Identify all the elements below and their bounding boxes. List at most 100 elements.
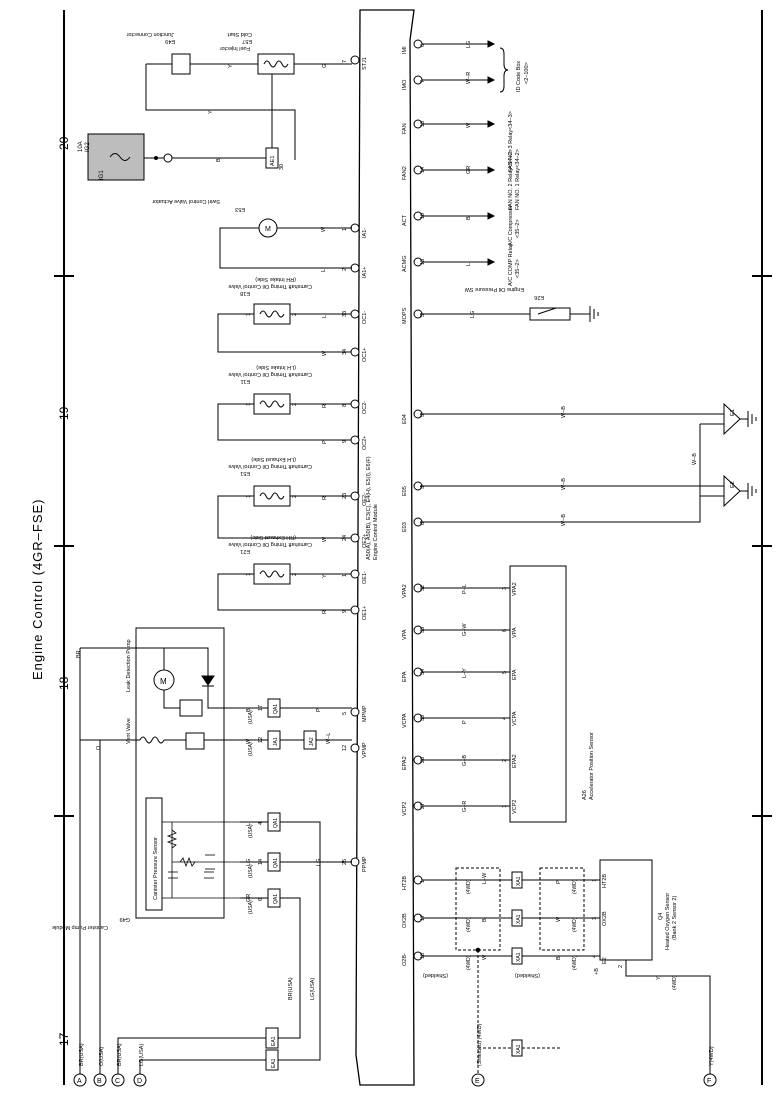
ecm-pin-name: FAN2 — [402, 166, 408, 180]
xa1-connector — [511, 909, 523, 927]
ecm-pin-no: 5 — [342, 712, 348, 715]
ecm-pin-name: EPA2 — [402, 756, 408, 770]
wire-b: B — [216, 158, 222, 162]
cps-label: Canister Pressure Sensor — [153, 837, 159, 900]
edge-connector-label: (Shielded) (4WD) — [477, 1023, 483, 1066]
ig1-box — [87, 133, 145, 181]
e49-connector — [171, 53, 191, 75]
ecm-pin-name: PPMP — [362, 856, 368, 872]
ecm-pin-oe2+ — [350, 533, 360, 543]
ecm-pin-name: OE2+ — [362, 534, 368, 548]
wire-label: W — [246, 738, 252, 744]
wire-label: W — [322, 536, 328, 542]
aps-pin-no: 2 — [502, 759, 508, 762]
fuse-icon — [109, 153, 131, 161]
pin-no: 2 — [292, 403, 298, 406]
e18-side: (RH Intake Side) — [255, 276, 296, 282]
ecm-pin-name: OC2- — [362, 401, 368, 414]
e21-side: (RH Exhaust Side) — [250, 534, 296, 540]
ae1-connector — [265, 147, 279, 169]
qa1-label: QA1 — [273, 858, 279, 868]
a26-name: Accelerator Position Sensor — [589, 732, 595, 800]
wire-label: L — [322, 315, 328, 318]
arrow-icon — [487, 258, 496, 266]
wire-label: LG — [316, 859, 322, 866]
ecm-connectors: A50(A), A50(B), E3(C), E4(H), E5(I), E6(… — [366, 456, 372, 560]
usa-tag: (USA) — [248, 742, 254, 756]
e51-name: Camshaft Timing Oil Control Valve — [228, 463, 312, 469]
ecm-pin-name: MPMP — [362, 705, 368, 722]
wire-lg-e26: LG — [470, 311, 476, 318]
fwd-tag: (4WD) — [466, 917, 472, 932]
ecm-pin-name: OC1- — [362, 311, 368, 324]
wire-label: R — [322, 404, 328, 408]
leak-pump-label: Leak Detection Pump — [126, 639, 132, 692]
pin-no: 6 — [258, 898, 264, 901]
ecm-pin-no: 7 — [420, 80, 426, 83]
edge-connector-id: C — [115, 1078, 120, 1085]
ecm-pin-no: 9 — [342, 440, 348, 443]
arrow-icon — [487, 40, 496, 48]
fan1-ref: FAN NO. 1 Relay<34–2> — [515, 149, 521, 210]
pin-no: 1 — [246, 403, 252, 406]
q4-pin-name: +B — [594, 968, 600, 975]
fwd-tag: (4WD) — [466, 879, 472, 894]
wire-label: G–R — [462, 801, 468, 812]
e11-name: Camshaft Timing Oil Control Valve — [228, 371, 312, 377]
wire-label: L–Y — [462, 668, 468, 678]
wire-label: W — [466, 122, 472, 128]
ea1-connector — [265, 1049, 279, 1071]
e26-id: E26 — [534, 294, 544, 300]
edge-connector-c — [111, 1073, 125, 1087]
coil-icon — [259, 400, 285, 408]
e1-label: E1 — [730, 409, 736, 416]
edge-connector-id: A — [77, 1078, 82, 1085]
xa1-label: XA1 — [516, 876, 522, 886]
wire-y: Y — [228, 64, 234, 68]
ecm-pin-name: ACMG — [402, 256, 408, 273]
e26-switch — [529, 307, 571, 321]
ecm-pin-no: 1 — [342, 228, 348, 231]
q4-pin-name: HT2B — [602, 874, 608, 888]
ecm-pin-no: 6 — [420, 522, 426, 525]
pin-no: 17 — [258, 705, 264, 711]
edge-connector-label: Y(4WD) — [709, 1046, 715, 1066]
wire-label: LG — [246, 859, 252, 866]
ecm-pin-ppmp — [350, 857, 360, 867]
aps-pin-name: VPA2 — [512, 582, 518, 596]
edge-connector-id: D — [137, 1078, 142, 1085]
ecm-pin-name: FAN — [402, 123, 408, 134]
ac-relay-num: <35–2> — [515, 259, 521, 278]
wire-label: P — [462, 720, 468, 724]
wire-wb-4: W–B — [692, 453, 698, 465]
ecm-pin-name: O2B- — [402, 953, 408, 966]
qa1-connector — [267, 812, 281, 832]
wire-label: GR — [246, 894, 252, 902]
q4-pin-name: E2 — [602, 957, 608, 964]
ecm-pin-name: E03 — [402, 522, 408, 532]
ja2-label: JA2 — [309, 737, 315, 746]
ecm-pin-no: 6 — [420, 44, 426, 47]
ecm-pin-oc2+ — [350, 435, 360, 445]
ja1-connector — [267, 730, 281, 750]
ecm-pin-name: IA1- — [362, 228, 368, 238]
ecm-pin-name: OC1+ — [362, 347, 368, 362]
canister-pressure-sensor — [145, 797, 163, 911]
xa1-connector — [511, 947, 523, 965]
arrow-icon — [487, 212, 496, 220]
section-19: 19 — [57, 406, 71, 420]
q4-name: Heated Oxygen Sensor — [665, 893, 671, 950]
aps-pin-name: VPA — [512, 627, 518, 638]
ground-icon — [589, 306, 599, 322]
edge-connector-id: B — [97, 1078, 102, 1085]
wire-label: Y — [322, 574, 328, 578]
q4-id: Q4 — [658, 913, 664, 920]
ecm-pin-no: 9 — [342, 610, 348, 613]
section-17: 17 — [57, 1032, 71, 1046]
wire-label: GR — [466, 166, 472, 174]
aps-pin-name: VCP2 — [512, 800, 518, 814]
usa-tag: (USA) — [248, 864, 254, 878]
